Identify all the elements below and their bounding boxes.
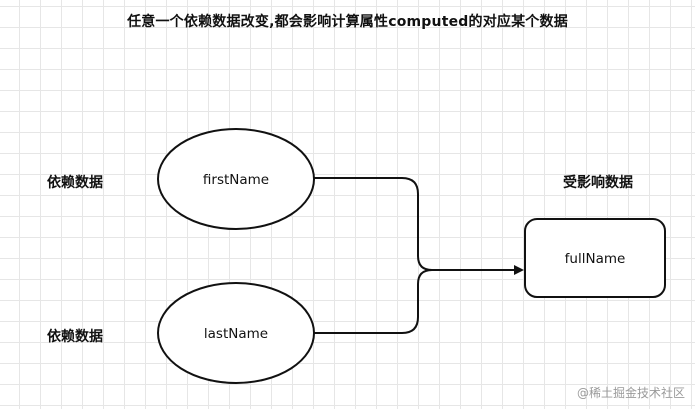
node-fullname-label: fullName xyxy=(565,251,626,267)
node-firstname-label: firstName xyxy=(203,172,269,188)
watermark: @稀土掘金技术社区 xyxy=(576,386,685,400)
dependency-label-bottom: 依赖数据 xyxy=(47,329,103,345)
edge-lastname-to-fullname xyxy=(314,269,433,334)
edge-firstname-to-fullname xyxy=(314,177,524,275)
affected-label: 受影响数据 xyxy=(563,175,633,191)
node-lastname xyxy=(157,282,315,384)
dependency-label-top: 依赖数据 xyxy=(47,175,103,191)
node-lastname-label: lastName xyxy=(204,326,268,342)
node-fullname xyxy=(524,218,666,298)
diagram-title: 任意一个依赖数据改变,都会影响计算属性computed的对应某个数据 xyxy=(127,14,568,30)
node-firstname xyxy=(157,128,315,230)
